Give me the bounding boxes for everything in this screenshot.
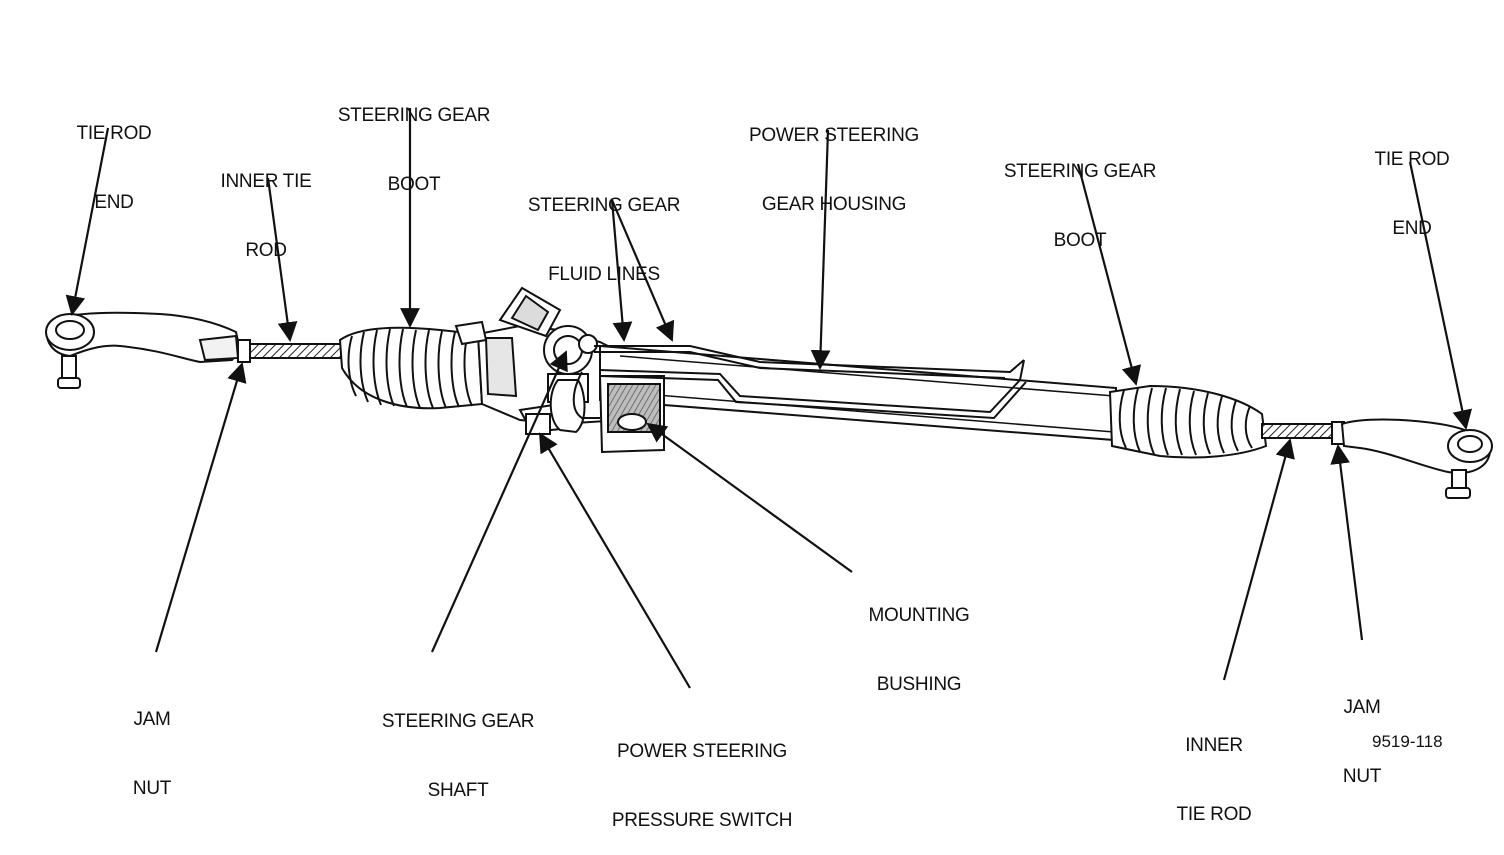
- steering-gear-boot-right: [1108, 384, 1268, 459]
- label-jam-nut-left: JAM NUT: [114, 662, 190, 823]
- label-line: END: [94, 192, 134, 213]
- label-mounting-bushing: MOUNTING BUSHING: [846, 558, 992, 719]
- label-jam-nut-right: JAM NUT: [1324, 650, 1400, 811]
- leader-gear-housing: [810, 129, 831, 370]
- label-steering-gear-shaft: STEERING GEAR SHAFT: [370, 664, 546, 825]
- leader-tie-rod-end-left: [65, 127, 110, 316]
- label-tie-rod-end-right: TIE ROD END: [1362, 102, 1462, 263]
- leader-pressure-switch: [538, 432, 691, 689]
- label-steering-gear-boot-right: STEERING GEAR BOOT: [992, 114, 1168, 275]
- label-line: JAM: [1343, 697, 1381, 718]
- leader-gear-shaft: [430, 350, 568, 653]
- label-tie-rod-end-left: TIE ROD END: [64, 76, 164, 237]
- label-inner-tie-rod-left: INNER TIE ROD: [206, 124, 326, 285]
- jam-nut-left: [237, 339, 251, 363]
- label-line: PRESSURE SWITCH: [611, 810, 793, 831]
- label-line: POWER STEERING: [749, 125, 919, 146]
- leader-fluid-line-a: [610, 199, 633, 342]
- inner-tie-rod-left: [249, 343, 345, 359]
- leader-jam-nut-right: [1330, 444, 1364, 641]
- leader-jam-nut-left: [154, 362, 247, 653]
- label-line: ROD: [245, 240, 287, 261]
- label-line: BUSHING: [876, 674, 962, 695]
- label-line: STEERING GEAR: [337, 105, 491, 126]
- leader-inner-tie-rod-right: [1222, 438, 1295, 681]
- gear-housing: [599, 344, 1118, 442]
- label-pressure-switch: POWER STEERING PRESSURE SWITCH: [600, 694, 804, 855]
- tie-rod-end-left: [45, 311, 242, 389]
- leader-tie-rod-end-right: [1408, 161, 1473, 430]
- label-line: BOOT: [387, 174, 441, 195]
- label-line: MOUNTING: [868, 605, 970, 626]
- steering-gear-boot-left: [338, 326, 484, 410]
- label-line: TIE ROD: [1374, 149, 1450, 170]
- label-steering-gear-boot-left: STEERING GEAR BOOT: [326, 58, 502, 219]
- label-line: STEERING GEAR: [527, 195, 681, 216]
- leader-boot-right: [1076, 163, 1142, 386]
- tie-rod-end-right: [1340, 418, 1493, 499]
- label-line: INNER TIE: [220, 171, 312, 192]
- label-line: INNER: [1185, 735, 1243, 756]
- label-fluid-lines: STEERING GEAR FLUID LINES: [516, 148, 692, 309]
- leader-mounting-bushing: [646, 422, 853, 573]
- label-line: END: [1392, 218, 1432, 239]
- label-line: STEERING GEAR: [1003, 161, 1157, 182]
- label-line: JAM: [133, 709, 171, 730]
- label-line: TIE ROD: [1176, 804, 1252, 825]
- fluid-lines: [572, 345, 1027, 420]
- leader-inner-tie-rod-left: [266, 177, 298, 342]
- mounting-bushing: [598, 375, 665, 454]
- inner-tie-rod-right: [1261, 423, 1335, 439]
- label-gear-housing: POWER STEERING GEAR HOUSING: [736, 78, 932, 239]
- label-inner-tie-rod-right: INNER TIE ROD: [1164, 688, 1264, 849]
- steering-gear-diagram: [45, 108, 1493, 689]
- label-line: BOOT: [1053, 230, 1107, 251]
- label-line: GEAR HOUSING: [761, 194, 907, 215]
- label-line: NUT: [132, 778, 172, 799]
- label-line: SHAFT: [427, 780, 489, 801]
- label-line: STEERING GEAR: [381, 711, 535, 732]
- label-line: FLUID LINES: [548, 264, 660, 285]
- figure-id: 9519-118: [1372, 732, 1443, 751]
- label-line: TIE ROD: [76, 123, 152, 144]
- label-line: POWER STEERING: [617, 741, 787, 762]
- leader-fluid-line-b: [610, 199, 675, 342]
- label-line: NUT: [1342, 766, 1382, 787]
- leader-lines: [65, 108, 1473, 689]
